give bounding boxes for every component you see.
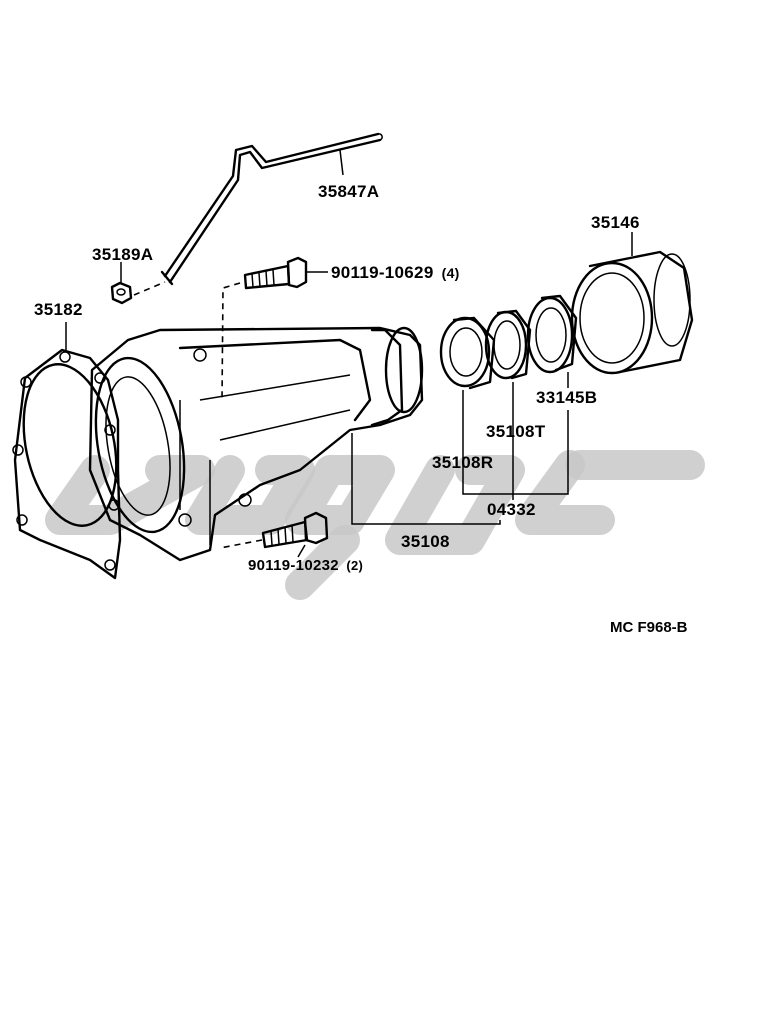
label-33145B: 33145B [536, 388, 598, 407]
dust-cover-35146 [570, 250, 694, 375]
label-35108T: 35108T [486, 422, 546, 441]
label-35847A: 35847A [318, 182, 380, 201]
bolt-lower-number: 90119-10232 [248, 557, 339, 574]
bracket-housing [351, 433, 501, 525]
plug-dash-line [133, 281, 166, 296]
breather-wire [160, 132, 383, 286]
label-35108R: 35108R [432, 453, 494, 472]
extension-housing [88, 326, 424, 562]
gasket-drawing [12, 348, 122, 580]
leader-bolt-lower [297, 544, 306, 558]
bolt-lower-drawing [261, 511, 329, 549]
ring-35108T [484, 309, 532, 380]
bolt-upper-number: 90119-10629 [331, 263, 434, 282]
bolt-lower-dash [219, 539, 263, 549]
bracket-kit [462, 382, 569, 500]
bolt-upper-drawing [243, 256, 308, 290]
ring-33145B [526, 294, 578, 374]
figure-reference: MC F968-B [610, 619, 688, 636]
label-35182: 35182 [34, 300, 83, 319]
bolt-upper-dash [221, 282, 241, 401]
bolt-lower-qty: (2) [346, 558, 364, 573]
watermark-logo [45, 450, 705, 600]
label-35146: 35146 [591, 213, 640, 232]
label-bolt-upper: 90119-10629 (4) [331, 264, 460, 281]
leader-35847A [339, 149, 344, 176]
label-35189A: 35189A [92, 245, 154, 264]
breather-plug [110, 281, 133, 305]
label-35108: 35108 [401, 532, 450, 551]
label-bolt-lower: 90119-10232 (2) [248, 558, 363, 573]
bolt-upper-qty: (4) [441, 265, 460, 281]
label-04332: 04332 [487, 500, 536, 519]
